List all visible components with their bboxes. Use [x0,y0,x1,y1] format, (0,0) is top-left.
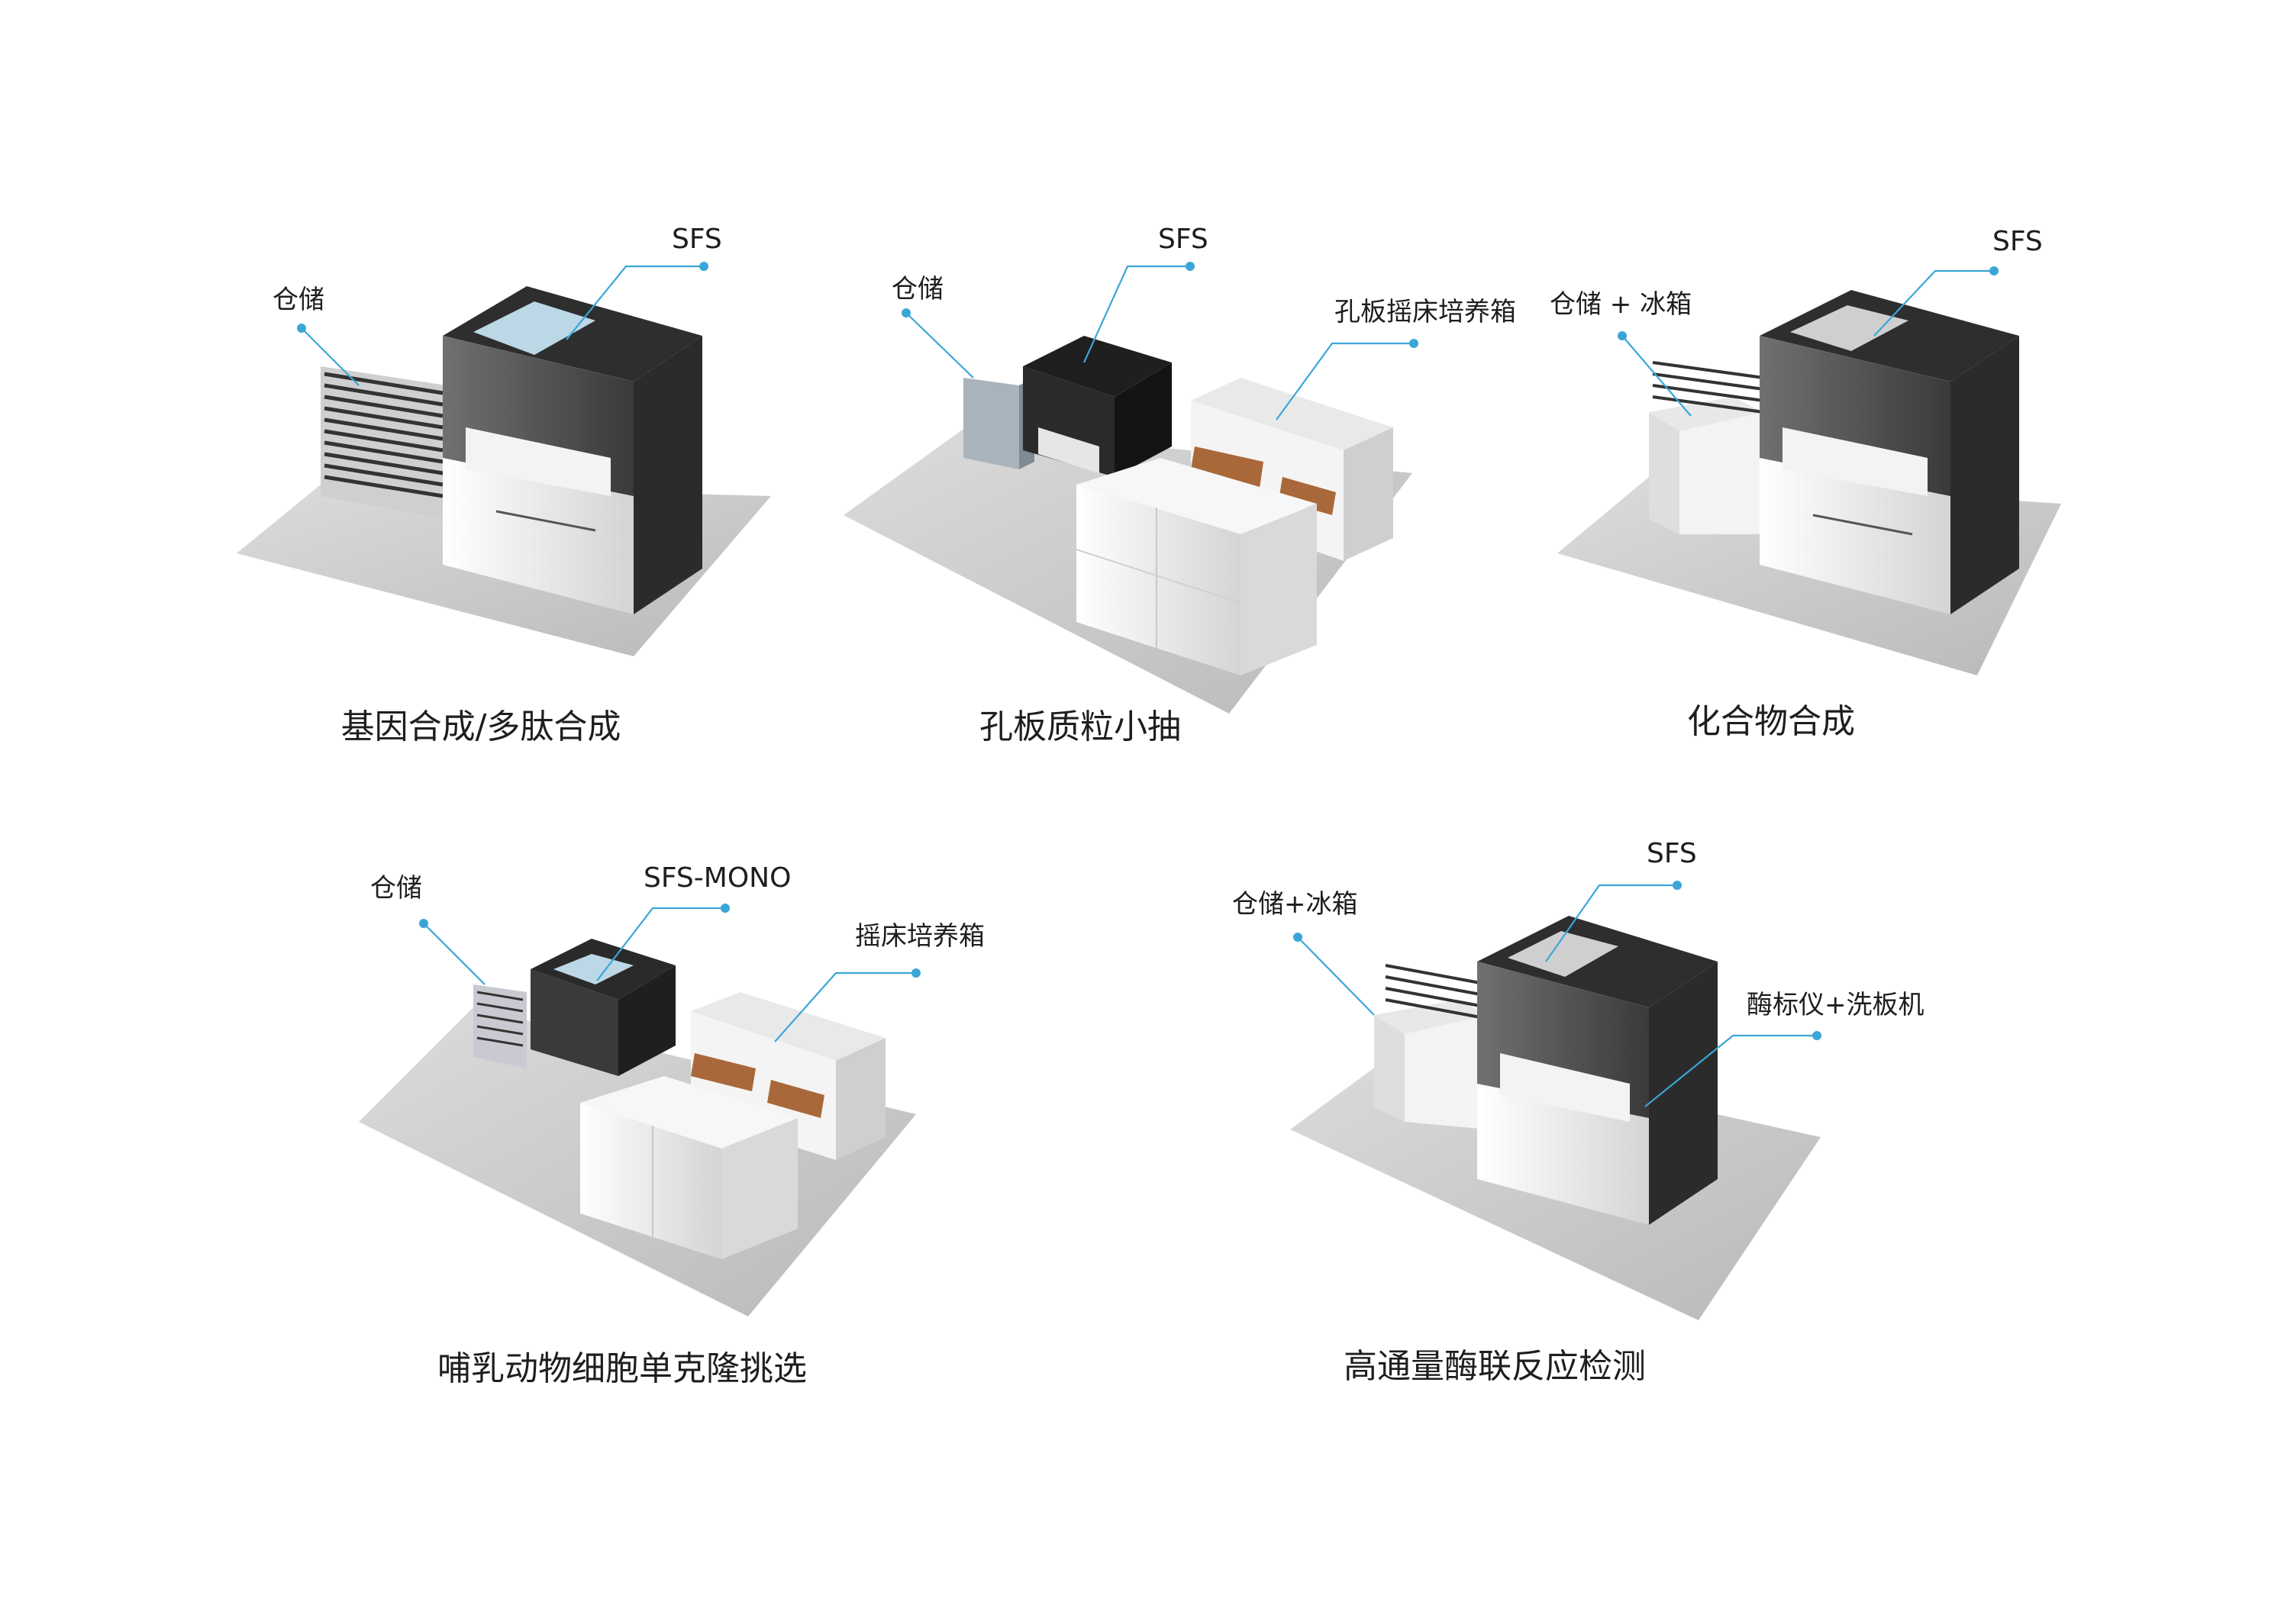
label-sfs-1: SFS [672,224,722,255]
sfs-unit [443,286,702,614]
config-gene-synthesis [237,286,771,656]
config-elisa-detection [1290,916,1821,1320]
caption-5: 高通量酶联反应检测 [1344,1347,1646,1386]
label-shaker-4: 摇床培养箱 [855,921,985,952]
storage-fridge-unit [1649,361,1764,534]
workstation-block [580,1076,798,1259]
sfs-mono-unit [531,939,676,1076]
leader-lines [297,262,1999,1107]
storage-fridge-unit [1374,964,1489,1129]
config-compound-synthesis [1557,290,2061,675]
config-plate-plasmid-miniprep [844,336,1412,714]
label-sfs-3: SFS [1992,226,2043,257]
workstation-block [1076,458,1317,675]
label-shaker-2: 孔板摇床培养箱 [1334,297,1516,327]
caption-1: 基因合成/多肽合成 [341,707,621,746]
label-storage-2: 仓储 [892,274,944,304]
sfs-unit [1477,916,1718,1225]
config-mammalian-cell-cloning [359,939,916,1316]
label-storage-4: 仓储 [370,873,422,904]
label-storage-3: 仓储 + 冰箱 [1550,289,1692,320]
caption-3: 化合物合成 [1687,702,1855,741]
label-sfs-4: SFS-MONO [644,862,791,894]
storage-rack [321,366,447,519]
storage-rack [473,984,527,1068]
label-sfs-2: SFS [1158,224,1208,255]
sfs-unit [1760,290,2019,614]
labels: SFS 仓储 基因合成/多肽合成 SFS 仓储 孔板摇床培养箱 孔板质粒小抽 S… [273,224,2043,1388]
label-reader-5: 酶标仪+洗板机 [1747,990,1924,1020]
sfs-unit [1023,336,1172,477]
label-storage-5: 仓储+冰箱 [1232,889,1358,920]
caption-4: 哺乳动物细胞单克隆挑选 [437,1349,807,1388]
label-storage-1: 仓储 [273,285,324,315]
label-sfs-5: SFS [1647,838,1697,869]
caption-2: 孔板质粒小抽 [979,707,1181,746]
